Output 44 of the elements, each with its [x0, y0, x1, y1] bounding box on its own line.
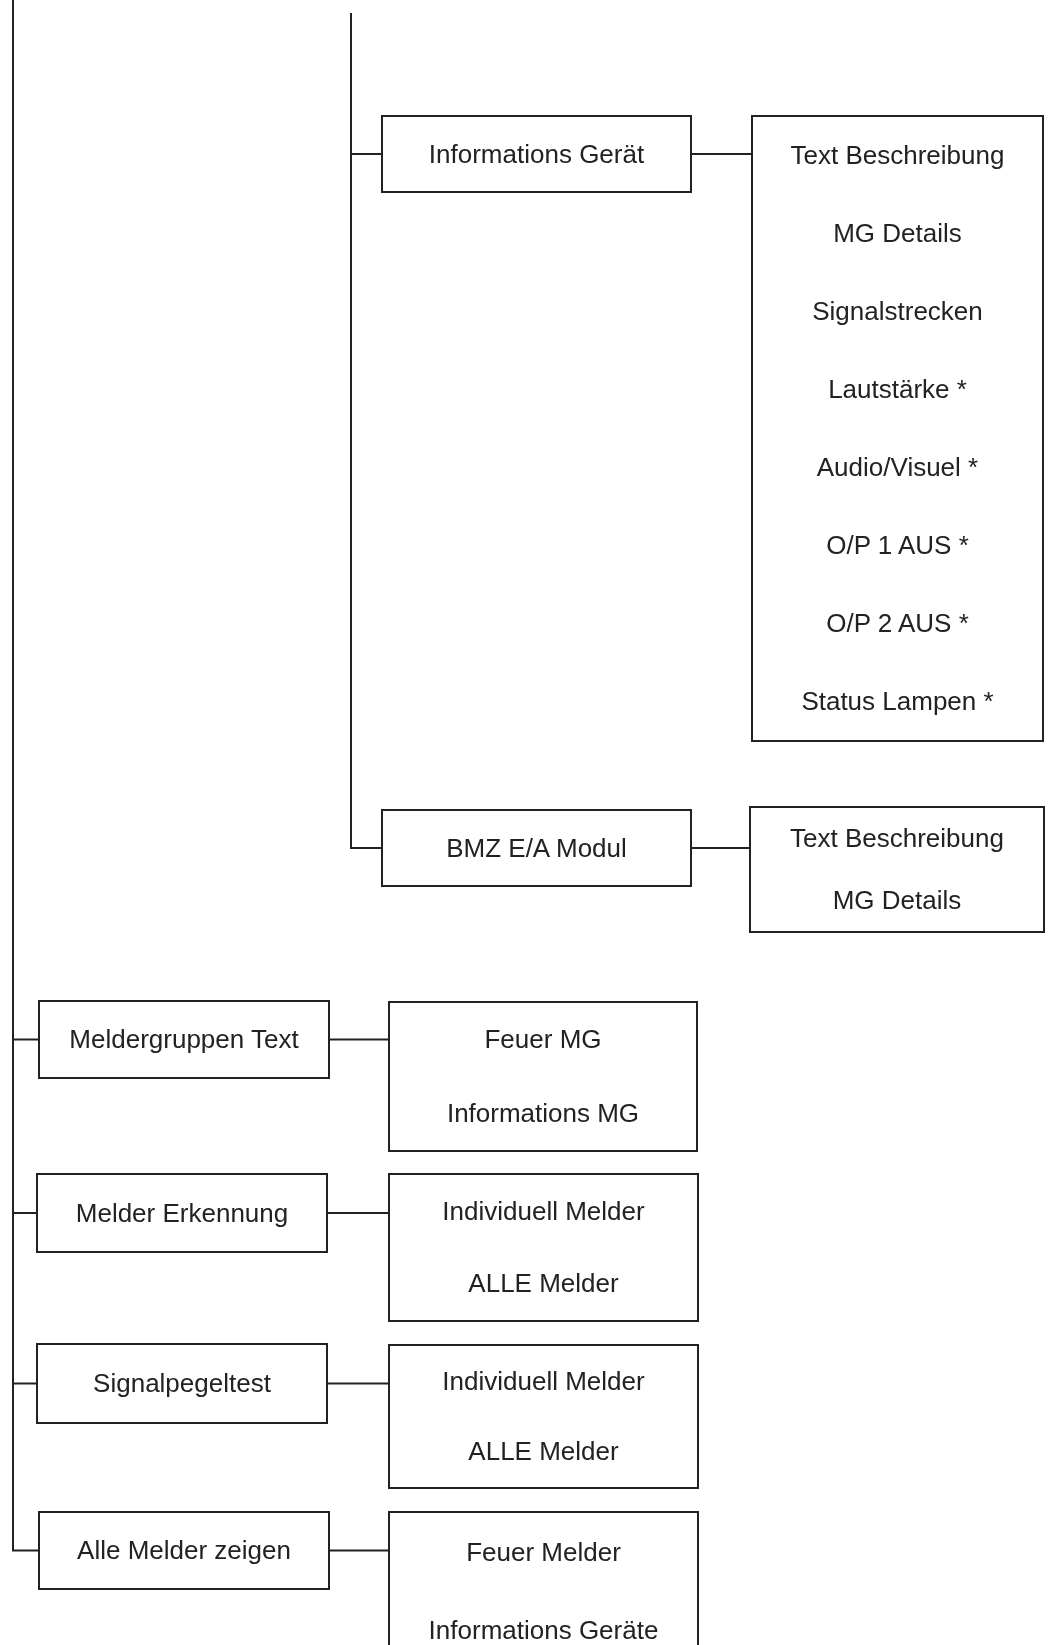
menu-item-box: [36, 1173, 328, 1253]
menu-item-box: [38, 1000, 330, 1079]
menu-label: Informations Gerät: [428, 138, 645, 170]
menu-label: Informations MG: [446, 1097, 640, 1129]
connector-line: [329, 1549, 389, 1552]
menu-label: ALLE Melder: [468, 1268, 619, 1300]
menu-label: MG Details: [833, 218, 962, 250]
menu-label: Informations Geräte: [428, 1614, 659, 1645]
menu-label: Individuell Melder: [442, 1365, 645, 1397]
connector-line: [329, 1038, 389, 1041]
connector-line: [691, 153, 752, 155]
menu-item-box: [381, 809, 692, 887]
menu-list-box: [751, 115, 1044, 742]
menu-list-box: [749, 806, 1045, 933]
menu-label: Meldergruppen Text: [69, 1024, 299, 1055]
menu-list-box: [388, 1001, 698, 1152]
menu-label: Feuer Melder: [466, 1536, 621, 1568]
menu-label: Feuer MG: [484, 1024, 602, 1056]
menu-label: Text Beschreibung: [790, 823, 1004, 855]
connector-line: [691, 847, 750, 849]
menu-list-box: [388, 1344, 699, 1489]
menu-label: Alle Melder zeigen: [77, 1535, 291, 1566]
menu-label: Signalstrecken: [812, 296, 983, 328]
menu-item-box: [36, 1343, 328, 1424]
connector-line: [12, 0, 39, 1552]
menu-item-box: [38, 1511, 330, 1590]
menu-label: O/P 2 AUS *: [826, 607, 969, 639]
menu-label: ALLE Melder: [468, 1436, 619, 1468]
menu-label: MG Details: [832, 884, 962, 916]
menu-item-box: [381, 115, 692, 193]
connector-line: [350, 12, 382, 849]
menu-label: Audio/Visuel *: [816, 451, 979, 483]
connector-line: [327, 1212, 389, 1214]
menu-label: Individuell Melder: [442, 1195, 645, 1227]
menu-label: BMZ E/A Modul: [446, 832, 627, 864]
menu-label: Signalpegeltest: [93, 1368, 271, 1399]
menu-label: Status Lampen *: [801, 685, 994, 717]
menu-list-box: [388, 1511, 699, 1645]
menu-label: Melder Erkennung: [75, 1197, 289, 1229]
connector-line: [327, 1382, 389, 1385]
menu-label: Lautstärke *: [828, 374, 967, 406]
menu-label: Text Beschreibung: [790, 140, 1005, 172]
menu-label: O/P 1 AUS *: [826, 529, 969, 561]
menu-list-box: [388, 1173, 699, 1322]
